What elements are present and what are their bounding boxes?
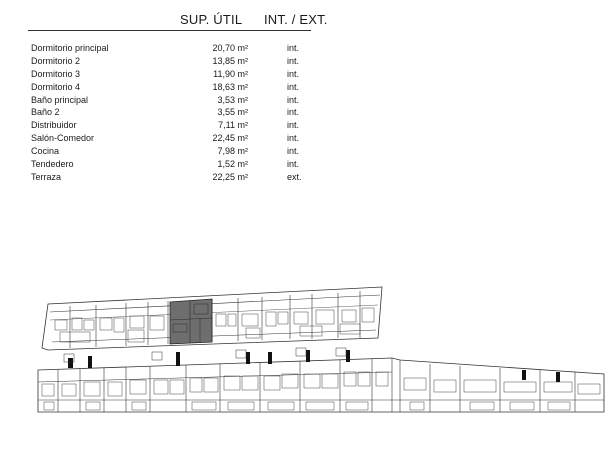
- room-area: 1,52 m²: [217, 159, 248, 170]
- room-type: int.: [287, 68, 300, 79]
- room-type: int.: [287, 159, 300, 170]
- sup-util-header: SUP. ÚTIL: [180, 12, 243, 27]
- room-name: Salón-Comedor: [31, 133, 95, 144]
- header-divider: [28, 30, 311, 31]
- int-ext-header: INT. / EXT.: [264, 12, 328, 27]
- floor-plan-drawing: [37, 286, 605, 413]
- room-name: Dormitorio principal: [31, 43, 109, 53]
- room-type: int.: [287, 107, 300, 118]
- room-row: Tendedero 1,52 m² int.: [0, 158, 610, 171]
- room-name: Dormitorio 4: [31, 81, 81, 92]
- upper-block-perimeter: [41, 286, 383, 351]
- room-type: int.: [287, 55, 300, 66]
- room-row: Dormitorio 4 18,63 m² int.: [0, 81, 610, 94]
- upper-rooms: [54, 307, 375, 343]
- room-area: 18,63 m²: [212, 81, 248, 92]
- room-type: int.: [287, 133, 300, 144]
- room-list: Dormitorio principal 20,70 m² int. Dormi…: [0, 42, 610, 184]
- room-row: Terraza 22,25 m² ext.: [0, 171, 610, 184]
- table-header: SUP. ÚTIL INT. / EXT.: [0, 12, 610, 32]
- lower-rooms: [41, 371, 601, 411]
- room-row: Baño 2 3,55 m² int.: [0, 106, 610, 119]
- upper-dividers: [69, 291, 361, 348]
- room-area: 13,85 m²: [212, 55, 248, 66]
- core-marks: [68, 350, 560, 382]
- room-area: 7,11 m²: [218, 120, 248, 131]
- room-area: 20,70 m²: [212, 43, 248, 53]
- room-row: Dormitorio 2 13,85 m² int.: [0, 55, 610, 68]
- room-area: 22,25 m²: [212, 171, 248, 182]
- room-type: int.: [287, 43, 300, 53]
- room-name: Tendedero: [31, 159, 74, 170]
- upper-inner-line-2: [49, 304, 379, 321]
- room-name: Cocina: [31, 146, 60, 157]
- room-type: int.: [287, 120, 300, 131]
- lower-block-outline: [37, 357, 605, 413]
- highlighted-unit: [169, 298, 213, 345]
- core-boxes: [63, 347, 347, 363]
- room-row: Distribuidor 7,11 m² int.: [0, 119, 610, 132]
- room-row: Cocina 7,98 m² int.: [0, 145, 610, 158]
- upper-inner-line: [49, 294, 381, 313]
- room-type: int.: [287, 94, 300, 105]
- room-name: Terraza: [31, 171, 62, 182]
- room-name: Dormitorio 3: [31, 68, 81, 79]
- room-row: Baño principal 3,53 m² int.: [0, 94, 610, 107]
- room-row: Dormitorio principal 20,70 m² int.: [0, 42, 610, 55]
- room-area: 7,98 m²: [217, 146, 248, 157]
- room-area: 3,53 m²: [217, 94, 248, 105]
- lower-dividers: [57, 359, 576, 412]
- room-name: Dormitorio 2: [31, 55, 81, 66]
- room-area: 22,45 m²: [212, 133, 248, 144]
- room-area: 3,55 m²: [217, 107, 248, 118]
- room-type: int.: [287, 81, 300, 92]
- room-row: Dormitorio 3 11,90 m² int.: [0, 68, 610, 81]
- room-type: int.: [287, 146, 300, 157]
- room-area: 11,90 m²: [213, 68, 248, 79]
- room-name: Baño 2: [31, 107, 60, 118]
- lower-block-perimeter: [37, 357, 605, 413]
- room-name: Baño principal: [31, 94, 89, 105]
- room-row: Salón-Comedor 22,45 m² int.: [0, 132, 610, 145]
- room-name: Distribuidor: [31, 120, 77, 131]
- room-type: ext.: [287, 171, 302, 182]
- floor-plan: [0, 260, 610, 455]
